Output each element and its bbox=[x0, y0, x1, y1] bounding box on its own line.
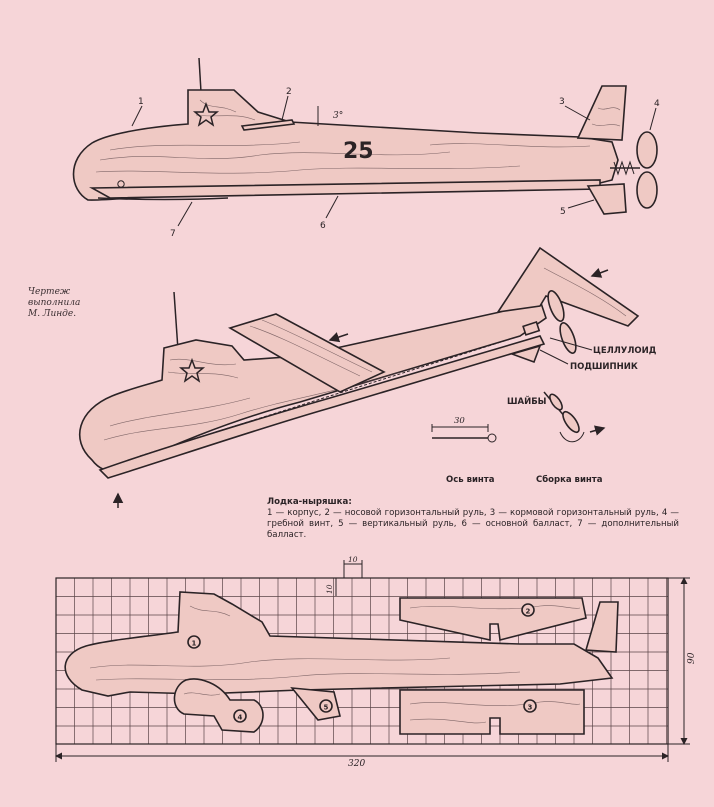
hull-number: 25 bbox=[343, 139, 374, 164]
part-number-2: 2 bbox=[526, 608, 531, 616]
callout-4: 4 bbox=[654, 99, 660, 109]
star-emblem bbox=[192, 101, 220, 127]
part-number-5: 5 bbox=[324, 704, 329, 712]
label-washers: ШАЙБЫ bbox=[507, 395, 547, 407]
bow-hole bbox=[117, 180, 125, 188]
dim-width: 320 bbox=[348, 759, 365, 769]
callout-2: 2 bbox=[286, 87, 292, 97]
callout-3: 3 bbox=[559, 97, 565, 107]
pattern-hull bbox=[64, 591, 614, 697]
bow-rudder-perspective bbox=[228, 313, 386, 393]
caption-text: 1 — корпус, 2 — носовой горизонтальный р… bbox=[267, 508, 679, 540]
axis-caption: Ось винта bbox=[446, 475, 495, 485]
credit-line-1: Чертеж bbox=[28, 287, 71, 297]
pattern-stern-rudder bbox=[399, 689, 585, 735]
vertical-rudder bbox=[586, 183, 627, 215]
credit-line-2: выполнила bbox=[28, 298, 81, 308]
axis-dim: 30 bbox=[454, 416, 465, 426]
pattern-tail-fin bbox=[584, 601, 619, 653]
antenna bbox=[198, 57, 202, 93]
propeller-blade-bottom bbox=[636, 171, 658, 209]
angle-label: 3° bbox=[333, 111, 343, 121]
bow-rudder bbox=[240, 119, 296, 131]
dim-cell-h: 10 bbox=[325, 584, 334, 594]
label-celluloid: ЦЕЛЛУЛОИД bbox=[593, 346, 657, 356]
star-emblem-perspective bbox=[178, 357, 206, 383]
label-bearing: ПОДШИПНИК bbox=[570, 362, 638, 372]
propeller-blade-a bbox=[547, 290, 565, 322]
assembly-caption: Сборка винта bbox=[536, 474, 603, 485]
callout-6: 6 bbox=[320, 221, 326, 231]
pattern-grid: 1 2 3 4 5 320 90 10 bbox=[55, 555, 697, 769]
stern-rudder-perspective bbox=[496, 246, 640, 327]
periscope bbox=[173, 291, 179, 351]
hull-perspective bbox=[78, 299, 547, 473]
propeller-blade-b bbox=[559, 322, 577, 354]
dim-height: 90 bbox=[687, 652, 697, 664]
propeller-blade-top bbox=[636, 131, 658, 169]
callout-1: 1 bbox=[138, 97, 144, 107]
part-number-3: 3 bbox=[528, 704, 533, 712]
perspective-view: ЦЕЛЛУЛОИД ПОДШИПНИК ШАЙБЫ 30 Ось винта С… bbox=[78, 246, 657, 508]
caption-title: Лодка-ныряшка: bbox=[267, 497, 352, 507]
bearing-part bbox=[522, 321, 541, 336]
drawing-credit: Чертеж выполнила М. Линде. bbox=[28, 287, 80, 320]
callout-7: 7 bbox=[170, 229, 176, 239]
extra-ballast bbox=[97, 197, 229, 201]
part-number-1: 1 bbox=[192, 640, 197, 648]
caption-block: Лодка-ныряшка: 1 — корпус, 2 — носовой г… bbox=[267, 497, 679, 541]
vertical-rudder-perspective bbox=[509, 344, 542, 364]
pattern-bow-rudder bbox=[399, 597, 587, 642]
part-number-4: 4 bbox=[238, 714, 243, 722]
credit-line-3: М. Линде. bbox=[28, 309, 77, 319]
pattern-vertical-rudder bbox=[290, 687, 341, 721]
side-view: 3° 25 1 2 3 4 5 6 7 bbox=[72, 57, 660, 239]
stern-rudder-top bbox=[576, 85, 627, 141]
callout-5: 5 bbox=[560, 207, 566, 217]
dim-cell-w: 10 bbox=[348, 555, 358, 564]
